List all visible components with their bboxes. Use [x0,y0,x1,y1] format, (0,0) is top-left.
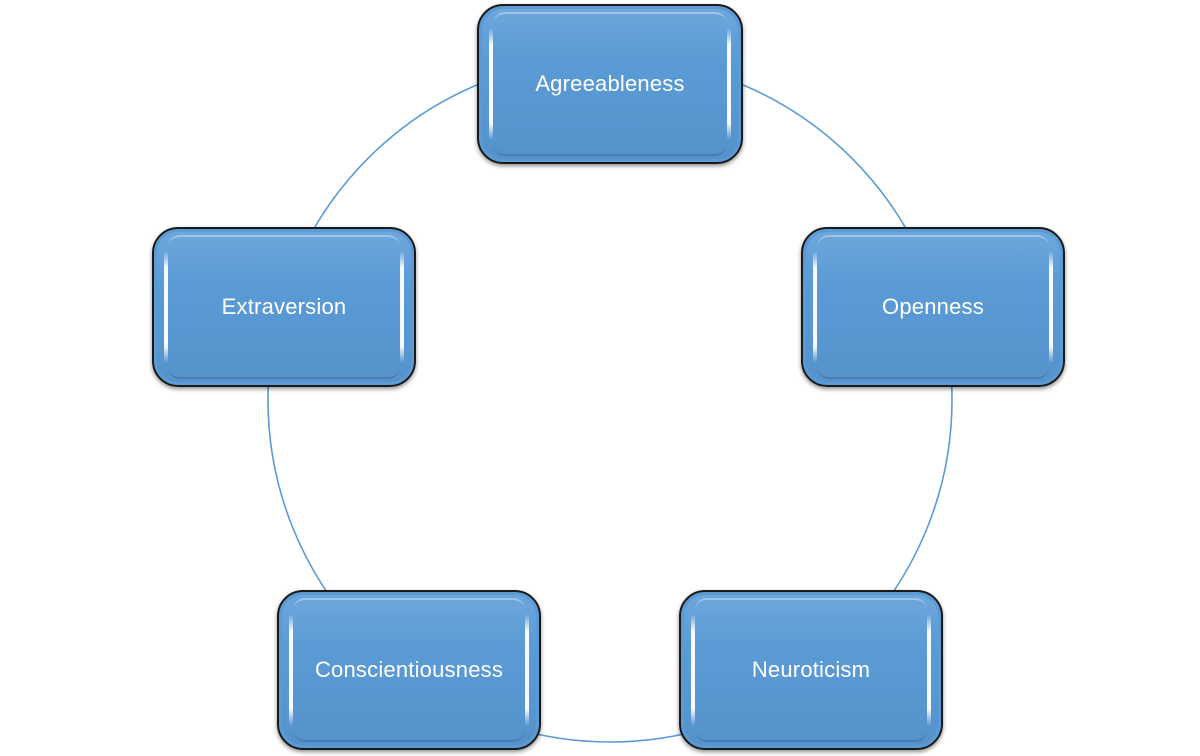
bevel-highlight [493,12,727,24]
bevel-shadow [695,730,927,742]
bevel-highlight [293,598,525,610]
bevel-highlight [400,251,404,363]
bevel-shadow [293,730,525,742]
bevel-shadow [493,144,727,156]
node-extraversion: Extraversion [152,227,416,387]
bevel-highlight [168,235,400,247]
node-conscientiousness: Conscientiousness [277,590,541,750]
node-label: Neuroticism [751,657,871,682]
bevel-highlight [289,614,293,726]
node-label: Extraversion [221,294,347,319]
bevel-highlight [489,28,493,140]
bevel-highlight [727,28,731,140]
node-label: Agreeableness [535,71,685,96]
bevel-highlight [1049,251,1053,363]
node-label: Openness [882,294,984,319]
bevel-shadow [817,367,1049,379]
bevel-shadow [168,367,400,379]
node-neuroticism: Neuroticism [679,590,943,750]
bevel-highlight [164,251,168,363]
bevel-highlight [927,614,931,726]
bevel-highlight [817,235,1049,247]
bevel-highlight [525,614,529,726]
node-agreeableness: Agreeableness [477,4,743,164]
bevel-highlight [691,614,695,726]
bevel-highlight [695,598,927,610]
node-openness: Openness [801,227,1065,387]
node-label: Conscientiousness [314,657,504,682]
bevel-highlight [813,251,817,363]
